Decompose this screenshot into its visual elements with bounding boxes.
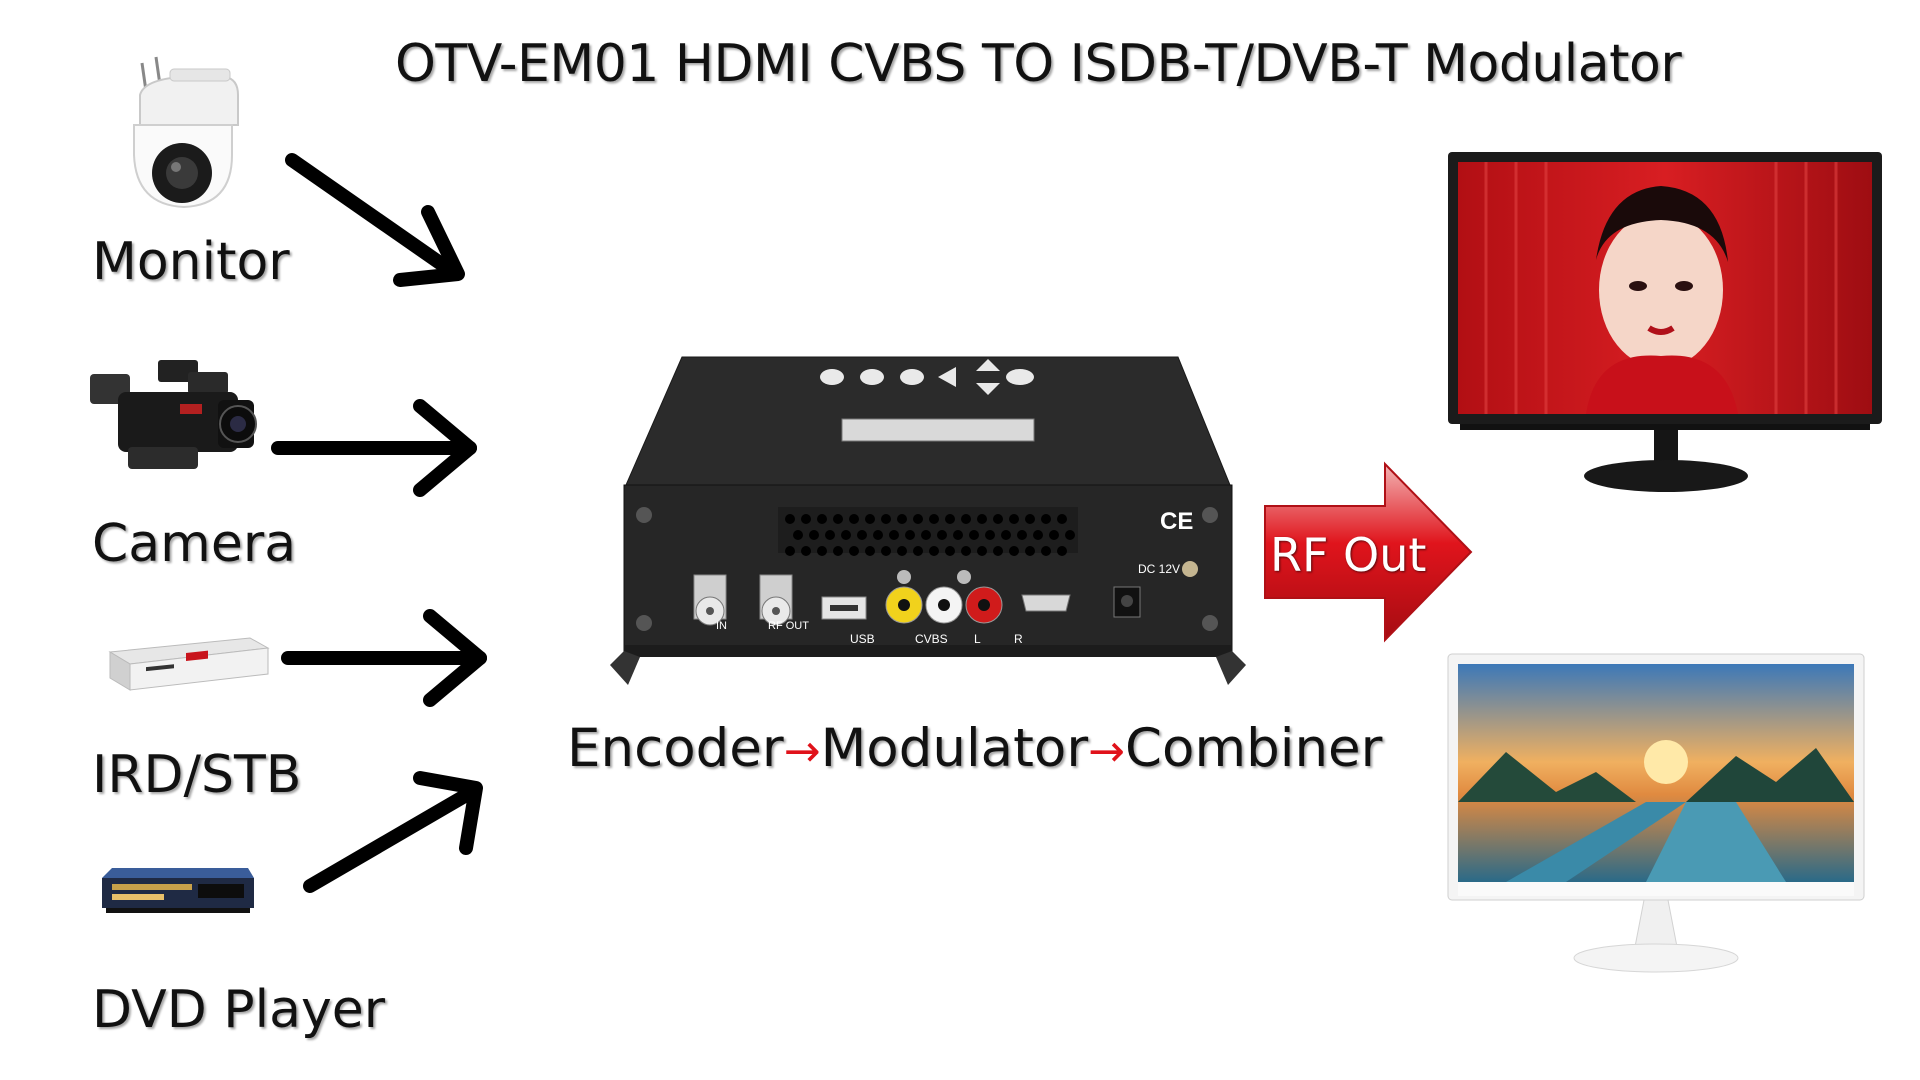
source-label-monitor: Monitor — [92, 232, 290, 292]
arrow-from-ird — [281, 609, 487, 707]
port-label-l: L — [974, 632, 981, 646]
set-top-box-icon — [108, 637, 270, 691]
chain-encoder: Encoder — [567, 718, 784, 779]
page-title: OTV-EM01 HDMI CVBS TO ISDB-T/DVB-T Modul… — [395, 34, 1682, 94]
port-label-in: IN — [716, 620, 727, 632]
source-label-ird-stb: IRD/STB — [92, 745, 302, 805]
video-camera-icon — [90, 360, 257, 469]
chain-arrow-1: → — [783, 726, 821, 777]
arrow-from-camera — [271, 399, 477, 497]
source-label-camera: Camera — [92, 514, 297, 574]
chain-modulator: Modulator — [820, 718, 1089, 779]
big-red-arrow-icon — [1264, 461, 1473, 643]
source-label-dvd-player: DVD Player — [92, 980, 386, 1040]
port-label-cvbs: CVBS — [915, 632, 948, 646]
arrow-from-dvd — [303, 771, 483, 893]
port-label-rf-out: RF OUT — [768, 620, 809, 632]
white-monitor-icon — [1447, 653, 1865, 973]
ce-mark: CE — [1160, 508, 1194, 535]
chain-arrow-2: → — [1088, 726, 1126, 777]
signal-chain-caption: Encoder→Modulator→Combiner — [567, 718, 1382, 779]
modulator-device-icon — [610, 356, 1246, 685]
port-label-dc: DC 12V — [1138, 562, 1181, 576]
port-label-usb: USB — [850, 632, 875, 646]
port-label-r: R — [1014, 632, 1023, 646]
chain-combiner: Combiner — [1125, 718, 1383, 779]
ptz-camera-icon — [133, 56, 239, 209]
arrow-from-monitor — [285, 153, 465, 287]
black-monitor-icon — [1448, 152, 1882, 492]
rf-out-label: RF Out — [1270, 528, 1427, 582]
dvd-player-icon — [102, 868, 254, 913]
